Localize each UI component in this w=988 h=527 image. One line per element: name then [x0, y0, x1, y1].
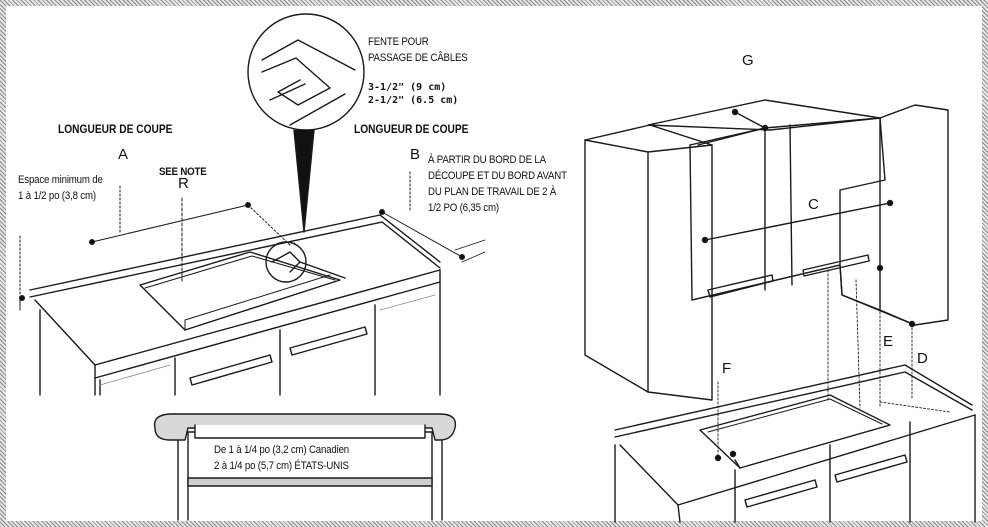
- partir-line2: DÉCOUPE ET DU BORD AVANT: [428, 170, 567, 182]
- espace-line2: 1 à 1/2 po (3,8 cm): [18, 190, 96, 202]
- longueur-de-coupe-left: LONGUEUR DE COUPE: [58, 122, 173, 136]
- letter-e: E: [883, 333, 894, 350]
- letter-b: B: [410, 146, 421, 163]
- left-dimension-lines: [19, 169, 486, 311]
- letter-f: F: [722, 360, 732, 377]
- letter-a: A: [118, 146, 129, 163]
- left-countertop: [29, 214, 441, 396]
- cable-slot-callout: [247, 13, 365, 283]
- longueur-de-coupe-right: LONGUEUR DE COUPE: [354, 122, 469, 136]
- partir-line1: À PARTIR DU BORD DE LA: [428, 154, 546, 166]
- fente-line1: FENTE POUR: [368, 36, 429, 48]
- dim-6-5cm: 2-1/2" (6.5 cm): [368, 95, 459, 106]
- see-note: SEE NOTE: [159, 166, 207, 178]
- espace-line1: Espace minimum de: [18, 174, 103, 186]
- fente-line2: PASSAGE DE CÂBLES: [368, 52, 468, 64]
- letter-d: D: [917, 350, 928, 367]
- right-countertop: [614, 364, 976, 523]
- partir-line3: DU PLAN DE TRAVAIL DE 2 À: [428, 186, 557, 198]
- dim-9cm: 3-1/2" (9 cm): [368, 82, 447, 93]
- section-view: [153, 413, 457, 521]
- letter-c: C: [808, 196, 819, 213]
- letter-r: R: [178, 175, 189, 192]
- section-line1: De 1 à 1/4 po (3,2 cm) Canadien: [214, 444, 349, 456]
- partir-line4: 1/2 PO (6,35 cm): [428, 202, 499, 214]
- right-guide-lines: [717, 269, 951, 461]
- right-upper-cabinets: [584, 99, 949, 401]
- letter-g: G: [742, 52, 754, 69]
- section-line2: 2 à 1/4 po (5,7 cm) ÉTATS-UNIS: [214, 460, 349, 472]
- left-cutout: [139, 251, 346, 331]
